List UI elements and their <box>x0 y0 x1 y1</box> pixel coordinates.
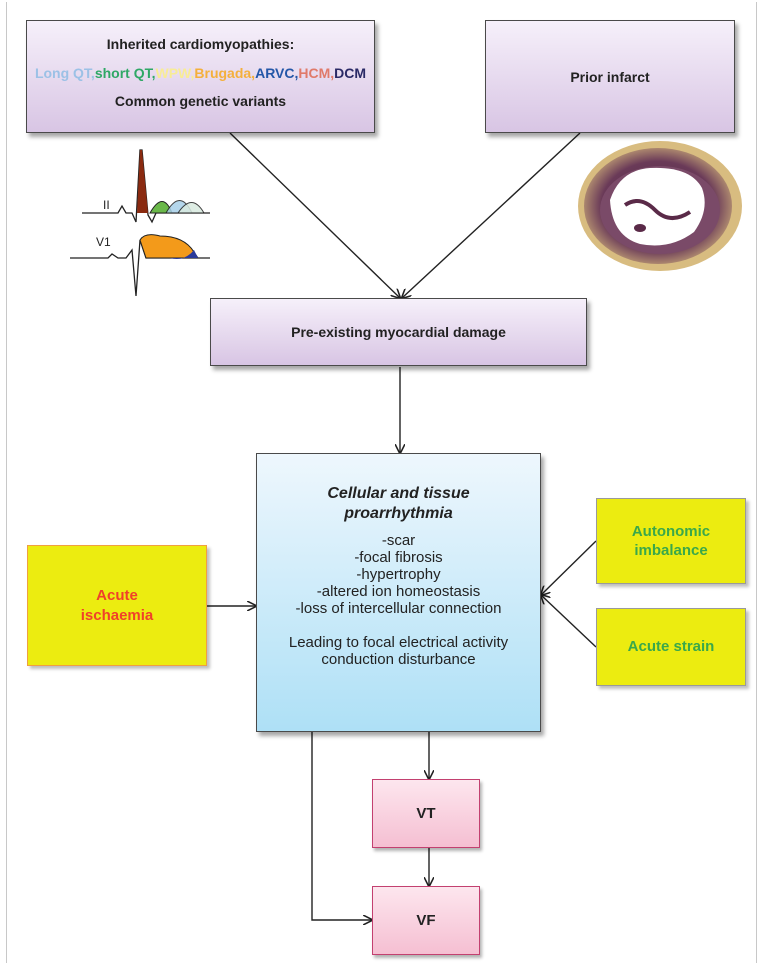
autonomic-line2: imbalance <box>634 542 708 559</box>
vt-label: VT <box>416 805 436 822</box>
prior-infarct-label: Prior infarct <box>570 68 650 85</box>
arrow-inherited-to-damage <box>229 132 400 298</box>
cellular-title-line2: proarrhythmia <box>344 505 453 522</box>
ecg-lead-v1-label: V1 <box>96 235 111 249</box>
vt-box: VT <box>372 779 480 848</box>
cellular-item-list: -scar -focal fibrosis -hypertrophy -alte… <box>257 532 540 617</box>
acute-strain-label: Acute strain <box>627 638 715 656</box>
cellular-item: -altered ion homeostasis <box>316 583 481 600</box>
preexisting-damage-box: Pre-existing myocardial damage <box>210 298 587 366</box>
heart-section-lumen <box>610 167 705 246</box>
variant-dcm: DCM <box>334 65 367 81</box>
genetic-variant-list: Long QT,short QT,WPW,Brugada,ARVC,HCM,DC… <box>27 64 374 83</box>
ecg-t-wave-light <box>177 202 205 214</box>
cellular-proarrhythmia-box: Cellular and tissue proarrhythmia -scar … <box>256 453 541 732</box>
arrow-strain-to-cellular <box>541 595 597 648</box>
cellular-item: -scar <box>381 532 416 549</box>
ecg-v1-blue-fill <box>170 250 198 259</box>
variant-wpw: WPW, <box>155 65 195 81</box>
acute-strain-box: Acute strain <box>596 608 746 686</box>
arrow-cellular-to-vf <box>311 732 372 920</box>
variant-short-qt: short QT, <box>94 65 156 81</box>
heart-section-trabecula <box>623 199 692 220</box>
acute-ischaemia-line2: ischaemia <box>80 606 154 624</box>
cellular-leading-line1: Leading to focal electrical activity <box>288 634 509 651</box>
ecg-qrs-fill <box>137 150 148 213</box>
vf-label: VF <box>416 912 436 929</box>
ecg-lead-ii-label: II <box>103 198 110 212</box>
vf-box: VF <box>372 886 480 955</box>
variant-hcm: HCM, <box>298 65 335 81</box>
acute-ischaemia-box: Acute ischaemia <box>27 545 207 666</box>
autonomic-line1: Autonomic <box>631 522 711 540</box>
prior-infarct-box: Prior infarct <box>485 20 735 133</box>
arrow-autonomic-to-cellular <box>541 540 597 595</box>
cellular-item: -focal fibrosis <box>354 549 443 566</box>
cellular-leading-line2: conduction disturbance <box>321 651 476 668</box>
heart-section-speck <box>634 224 646 232</box>
variant-long-qt: Long QT, <box>34 65 95 81</box>
variant-arvc: ARVC, <box>255 65 299 81</box>
cellular-item: -loss of intercellular connection <box>295 600 502 617</box>
cellular-title-line1: Cellular and tissue <box>327 485 470 502</box>
variant-brugada: Brugada, <box>194 65 256 81</box>
inherited-title: Inherited cardiomyopathies: <box>106 36 295 52</box>
inherited-subtitle: Common genetic variants <box>114 93 287 109</box>
cellular-item: -hypertrophy <box>356 566 441 583</box>
arrow-infarct-to-damage <box>402 132 581 298</box>
acute-ischaemia-line1: Acute <box>96 587 138 604</box>
preexisting-damage-label: Pre-existing myocardial damage <box>291 324 506 340</box>
ecg-lead-ii-baseline <box>82 149 210 224</box>
inherited-cardiomyopathies-box: Inherited cardiomyopathies: Long QT,shor… <box>26 20 375 133</box>
figure-frame <box>6 2 757 963</box>
autonomic-imbalance-box: Autonomic imbalance <box>596 498 746 584</box>
